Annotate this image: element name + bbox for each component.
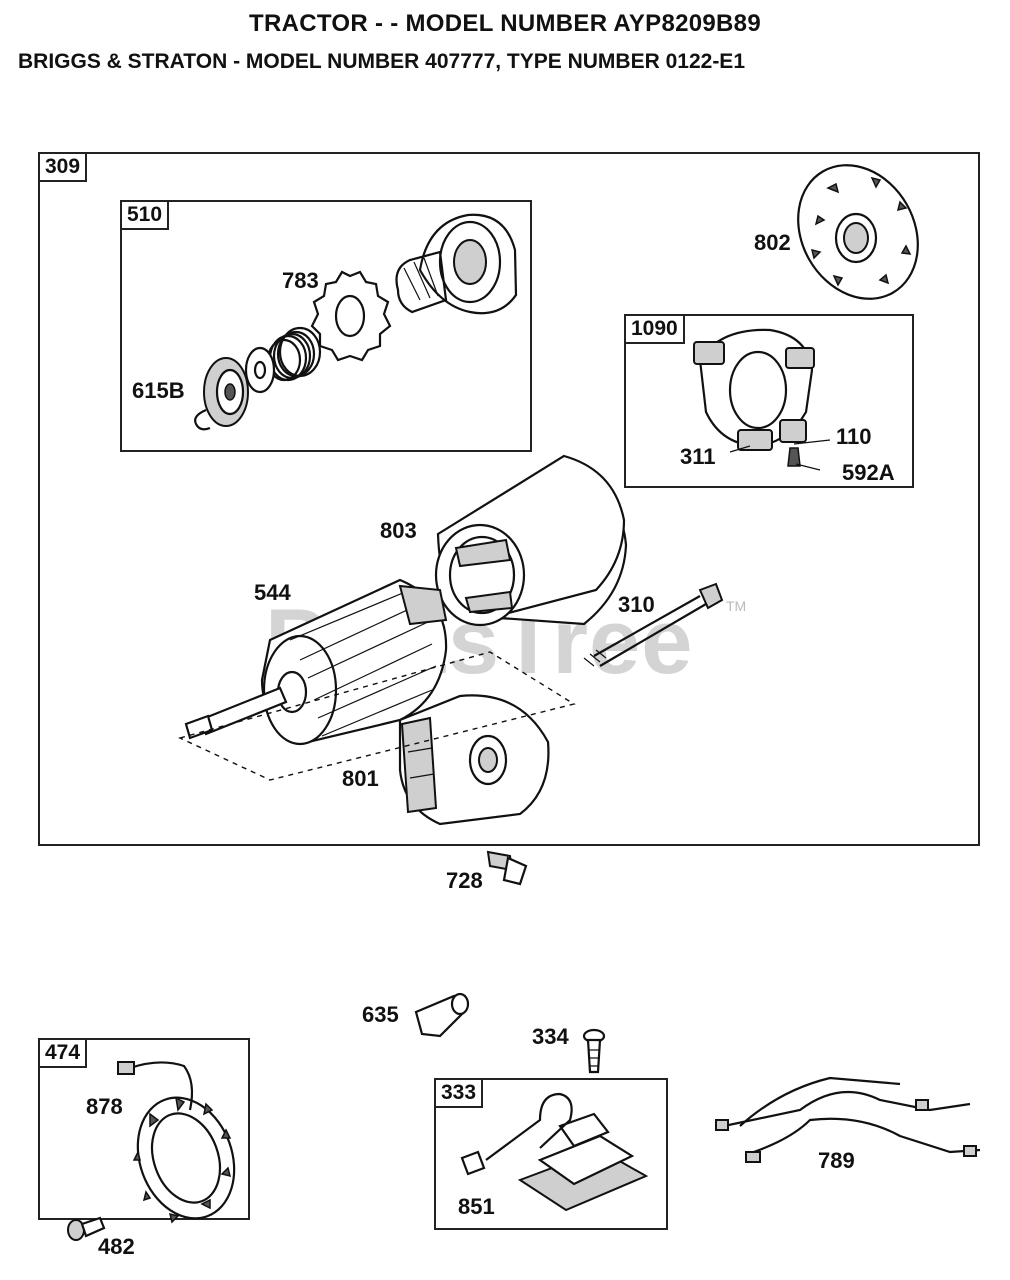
group-box-510	[120, 200, 532, 452]
group-tag-309: 309	[38, 152, 88, 182]
callout-592A: 592A	[842, 460, 895, 485]
spring-part	[266, 326, 322, 382]
group-tag-333: 333	[434, 1078, 484, 1108]
drive-housing-part	[395, 213, 518, 315]
ignition-module-part	[485, 1092, 649, 1212]
group-box-333	[434, 1078, 668, 1230]
end-cap-part	[398, 694, 550, 826]
callout-310: 310	[618, 592, 655, 617]
callout-803: 803	[380, 518, 417, 543]
washer-part	[244, 346, 276, 394]
retaining-ring-part	[194, 408, 211, 431]
group-tag-474: 474	[38, 1038, 88, 1068]
callout-789: 789	[818, 1148, 855, 1173]
callout-851: 851	[458, 1194, 495, 1219]
stop-cap-part	[203, 357, 249, 427]
group-box-309	[38, 152, 980, 846]
callout-802: 802	[754, 230, 791, 255]
callout-482: 482	[98, 1234, 135, 1259]
wire-harness-part	[715, 1076, 981, 1163]
callout-728: 728	[446, 868, 483, 893]
brush-holder-part	[693, 328, 831, 471]
callout-311: 311	[680, 444, 716, 469]
group-tag-1090: 1090	[624, 314, 685, 344]
motor-frame-part	[434, 454, 628, 627]
assembly-guide-line	[177, 651, 576, 781]
callout-635: 635	[362, 1002, 399, 1027]
callout-615B: 615B	[132, 378, 185, 403]
callout-878: 878	[86, 1094, 123, 1119]
callout-783: 783	[282, 268, 319, 293]
callout-801: 801	[342, 766, 379, 791]
pinion-gear-part	[310, 270, 392, 362]
watermark-trademark: TM	[726, 598, 747, 614]
end-cap-plate-part	[797, 164, 919, 300]
group-box-1090	[624, 314, 914, 488]
diagram-subtitle: BRIGGS & STRATON - MODEL NUMBER 407777, …	[18, 50, 745, 73]
screw-728-part	[486, 850, 528, 886]
callout-110: 110	[836, 424, 872, 449]
group-tag-510: 510	[120, 200, 170, 230]
fitting-635-part	[414, 992, 470, 1038]
alternator-stator-part	[117, 1061, 236, 1224]
group-box-474	[38, 1038, 250, 1220]
thru-bolt-part	[583, 582, 724, 667]
clip-851-part	[460, 1150, 486, 1176]
screw-334-part	[582, 1028, 606, 1074]
screw-482-part	[67, 1216, 106, 1241]
diagram-title: TRACTOR - - MODEL NUMBER AYP8209B89	[249, 10, 761, 37]
callout-544: 544	[254, 580, 291, 605]
callout-334: 334	[532, 1024, 569, 1049]
